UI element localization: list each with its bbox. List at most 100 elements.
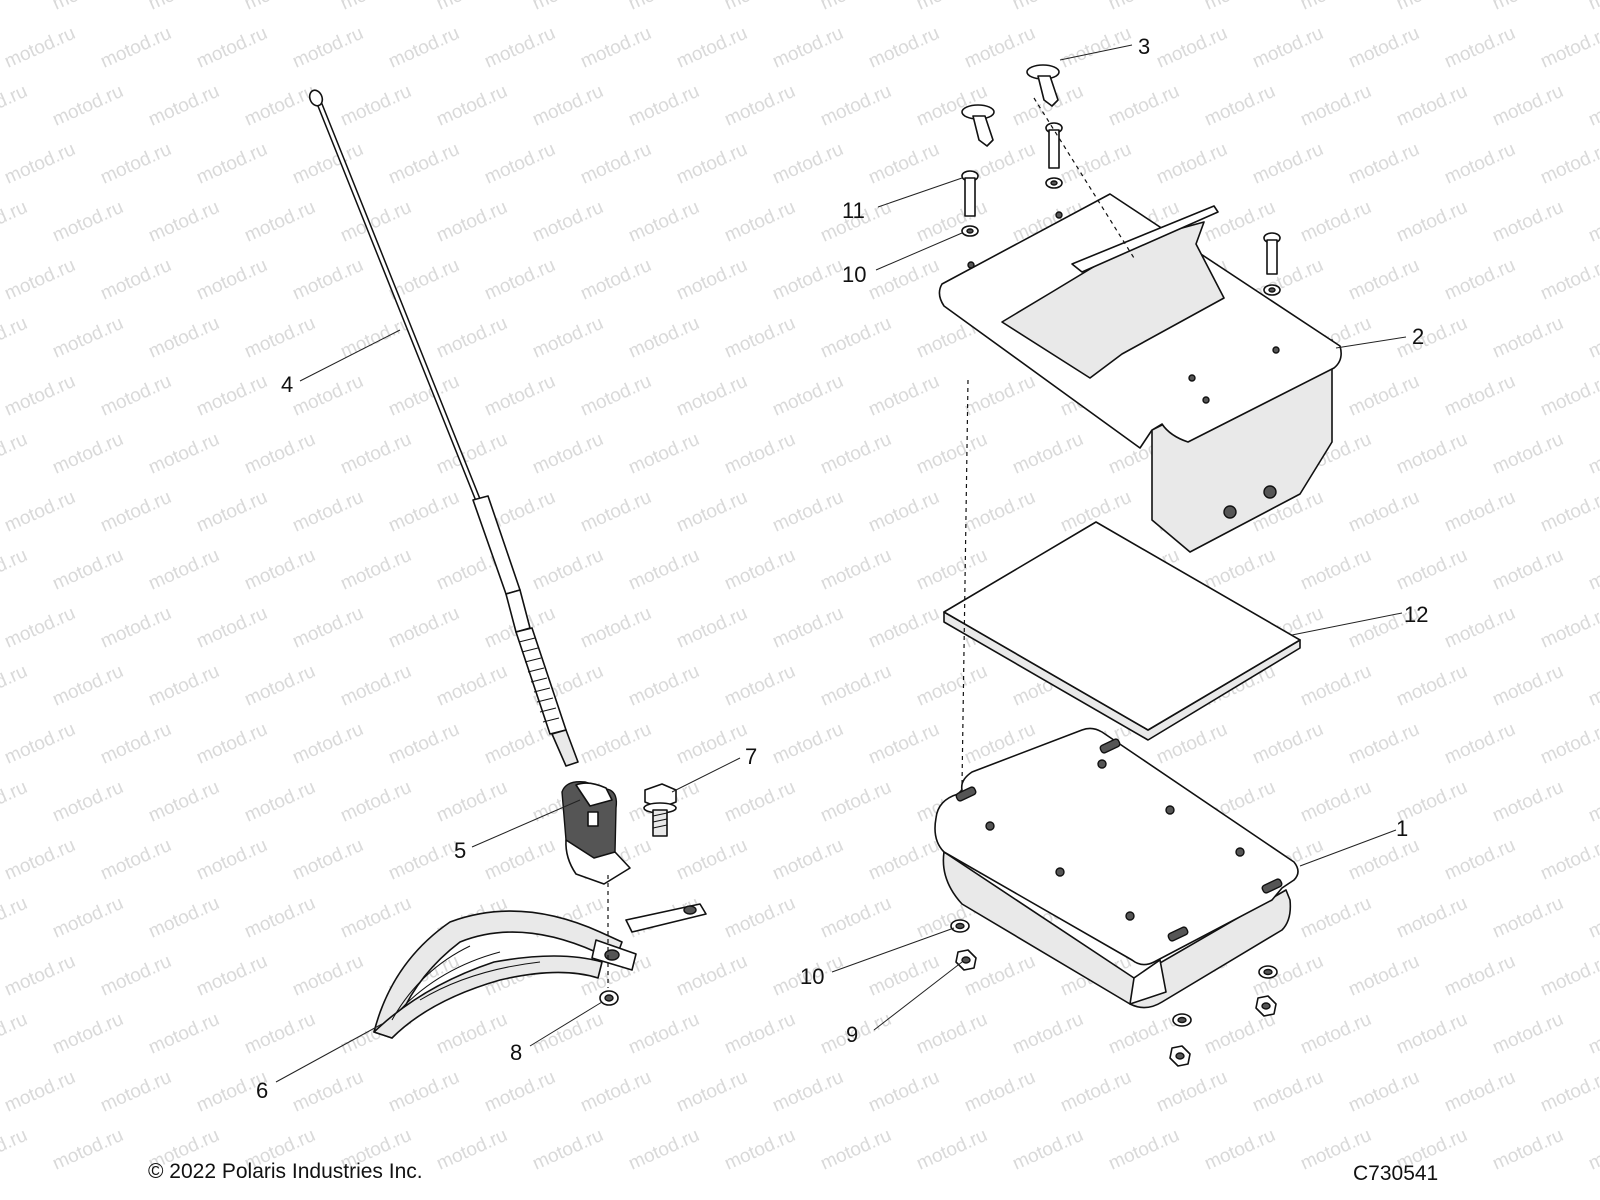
watermark-text: motod.ru bbox=[1, 835, 78, 885]
watermark-text: motod.ru bbox=[385, 603, 462, 653]
watermark-text: motod.ru bbox=[1489, 0, 1566, 15]
watermark-text: motod.ru bbox=[97, 139, 174, 189]
callout-1: 1 bbox=[1396, 816, 1408, 841]
watermark-text: motod.ru bbox=[721, 893, 798, 943]
callout-11: 11 bbox=[842, 198, 865, 223]
watermark-text: motod.ru bbox=[1585, 545, 1600, 595]
watermark-text: motod.ru bbox=[241, 197, 318, 247]
watermark-text: motod.ru bbox=[0, 313, 31, 363]
watermark-text: motod.ru bbox=[961, 371, 1038, 421]
watermark-text: motod.ru bbox=[1489, 545, 1566, 595]
watermark-text: motod.ru bbox=[0, 1125, 31, 1175]
watermark-text: motod.ru bbox=[1441, 255, 1518, 305]
watermark-text: motod.ru bbox=[433, 1125, 510, 1175]
watermark-text: motod.ru bbox=[1297, 0, 1374, 15]
watermark-text: motod.ru bbox=[865, 255, 942, 305]
watermark-text: motod.ru bbox=[1, 255, 78, 305]
watermark-text: motod.ru bbox=[433, 81, 510, 131]
watermark-text: motod.ru bbox=[145, 661, 222, 711]
watermark-text: motod.ru bbox=[1489, 893, 1566, 943]
watermark-text: motod.ru bbox=[913, 429, 990, 479]
callout-3: 3 bbox=[1138, 34, 1150, 59]
watermark-text: motod.ru bbox=[1537, 835, 1600, 885]
watermark-text: motod.ru bbox=[1441, 835, 1518, 885]
watermark-text: motod.ru bbox=[193, 951, 270, 1001]
antenna-mount bbox=[561, 781, 631, 885]
watermark-text: motod.ru bbox=[1585, 429, 1600, 479]
watermark-text: motod.ru bbox=[1441, 23, 1518, 73]
watermark-text: motod.ru bbox=[97, 1067, 174, 1117]
watermark-text: motod.ru bbox=[385, 1067, 462, 1117]
watermark-text: motod.ru bbox=[145, 0, 222, 15]
watermark-text: motod.ru bbox=[817, 1125, 894, 1175]
watermark-text: motod.ru bbox=[1489, 1125, 1566, 1175]
watermark-text: motod.ru bbox=[721, 429, 798, 479]
watermark-text: motod.ru bbox=[913, 1009, 990, 1059]
watermark-text: motod.ru bbox=[625, 197, 702, 247]
watermark-text: motod.ru bbox=[1537, 487, 1600, 537]
watermark-text: motod.ru bbox=[865, 835, 942, 885]
watermark-text: motod.ru bbox=[193, 371, 270, 421]
watermark-text: motod.ru bbox=[337, 429, 414, 479]
callout-12: 12 bbox=[1404, 602, 1428, 627]
watermark-text: motod.ru bbox=[625, 0, 702, 15]
callout-10-upper: 10 bbox=[842, 262, 866, 287]
watermark-text: motod.ru bbox=[289, 603, 366, 653]
watermark-text: motod.ru bbox=[433, 777, 510, 827]
watermark-text: motod.ru bbox=[0, 661, 31, 711]
watermark-text: motod.ru bbox=[1201, 1125, 1278, 1175]
watermark-text: motod.ru bbox=[49, 197, 126, 247]
watermark-text: motod.ru bbox=[721, 197, 798, 247]
watermark-text: motod.ru bbox=[817, 313, 894, 363]
watermark-text: motod.ru bbox=[1297, 777, 1374, 827]
watermark-text: motod.ru bbox=[529, 1125, 606, 1175]
watermark-text: motod.ru bbox=[49, 313, 126, 363]
watermark-text: motod.ru bbox=[673, 603, 750, 653]
watermark-text: motod.ru bbox=[769, 23, 846, 73]
leader-lines bbox=[275, 44, 1407, 1083]
watermark-text: motod.ru bbox=[817, 429, 894, 479]
watermark-text: motod.ru bbox=[961, 1067, 1038, 1117]
watermark-text: motod.ru bbox=[241, 893, 318, 943]
watermark-text: motod.ru bbox=[481, 835, 558, 885]
watermark-text: motod.ru bbox=[913, 197, 990, 247]
callout-9: 9 bbox=[846, 1022, 858, 1047]
watermark-text: motod.ru bbox=[1537, 951, 1600, 1001]
watermark-text: motod.ru bbox=[433, 313, 510, 363]
watermark-text: motod.ru bbox=[433, 429, 510, 479]
watermark-text: motod.ru bbox=[1585, 81, 1600, 131]
watermark-text: motod.ru bbox=[673, 719, 750, 769]
watermark-text: motod.ru bbox=[769, 835, 846, 885]
watermark-text: motod.ru bbox=[1057, 1067, 1134, 1117]
watermark-text: motod.ru bbox=[865, 371, 942, 421]
watermark-text: motod.ru bbox=[481, 1067, 558, 1117]
watermark-text: motod.ru bbox=[433, 1009, 510, 1059]
ground-strap bbox=[373, 903, 707, 1039]
watermark-text: motod.ru bbox=[1441, 487, 1518, 537]
watermark-text: motod.ru bbox=[817, 661, 894, 711]
watermark-text: motod.ru bbox=[1, 603, 78, 653]
watermark-text: motod.ru bbox=[289, 951, 366, 1001]
watermark-text: motod.ru bbox=[241, 81, 318, 131]
watermark-text: motod.ru bbox=[1297, 893, 1374, 943]
watermark-text: motod.ru bbox=[1105, 1125, 1182, 1175]
watermark-text: motod.ru bbox=[721, 1009, 798, 1059]
watermark-text: motod.ru bbox=[49, 545, 126, 595]
copyright-text: © 2022 Polaris Industries Inc. bbox=[148, 1160, 423, 1183]
watermark-text: motod.ru bbox=[1585, 197, 1600, 247]
watermark-text: motod.ru bbox=[289, 255, 366, 305]
watermark-text: motod.ru bbox=[1345, 1067, 1422, 1117]
watermark-text: motod.ru bbox=[1, 23, 78, 73]
watermark-text: motod.ru bbox=[865, 23, 942, 73]
antenna-whip bbox=[308, 89, 579, 767]
watermark-text: motod.ru bbox=[433, 661, 510, 711]
watermark-text: motod.ru bbox=[721, 661, 798, 711]
watermark-text: motod.ru bbox=[97, 951, 174, 1001]
watermark-text: motod.ru bbox=[961, 487, 1038, 537]
callout-8: 8 bbox=[510, 1040, 522, 1065]
watermark-text: motod.ru bbox=[529, 1009, 606, 1059]
watermark-text: motod.ru bbox=[865, 487, 942, 537]
watermark-text: motod.ru bbox=[1009, 1009, 1086, 1059]
watermark-text: motod.ru bbox=[145, 545, 222, 595]
